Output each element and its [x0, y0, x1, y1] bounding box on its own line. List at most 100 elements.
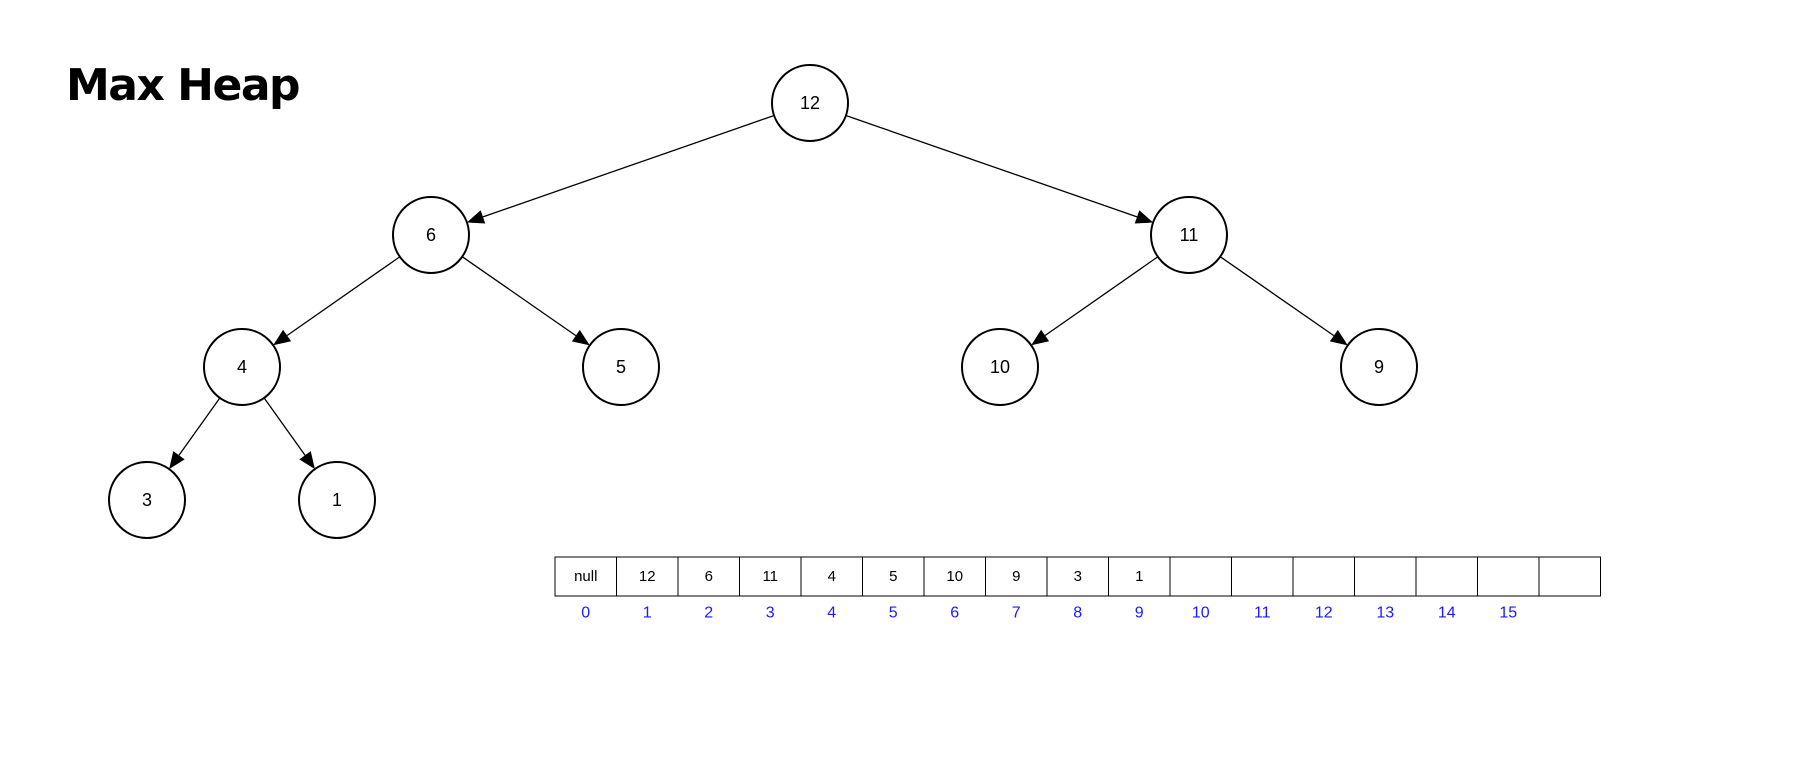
array-index-label: 2 — [704, 605, 713, 622]
edge-line — [286, 256, 401, 337]
array-cell: 10 — [923, 556, 986, 597]
tree-nodes: 12 6 11 4 5 10 9 3 1 — [108, 64, 1418, 539]
array-cell: 12 — [616, 556, 679, 597]
arrowhead-icon — [273, 329, 292, 346]
arrowhead-icon — [1329, 329, 1348, 346]
array-cell-value: 11 — [762, 568, 778, 585]
array-index-label: 6 — [950, 605, 959, 622]
arrowhead-icon — [299, 451, 315, 470]
array-index-label: 5 — [889, 605, 898, 622]
array-cell-value: 1 — [1135, 568, 1143, 585]
array-cell-value: 4 — [828, 568, 836, 585]
edge-line — [845, 114, 1138, 218]
node-circle — [392, 196, 470, 274]
edge-line — [1044, 256, 1159, 337]
array-cell — [1477, 556, 1540, 597]
array-cell-box — [1538, 556, 1601, 597]
edge-line — [263, 397, 306, 456]
tree-node: 12 — [771, 64, 849, 142]
array-cell-box — [1477, 556, 1540, 597]
array-cell: 4 — [800, 556, 863, 597]
array-index-label: 11 — [1254, 605, 1271, 622]
tree-edge — [1219, 256, 1348, 346]
edge-line — [178, 397, 221, 456]
tree-edge — [169, 397, 221, 470]
array-cell: 9 — [985, 556, 1048, 597]
array-cell-value: 5 — [889, 568, 897, 585]
array-index-label: 9 — [1135, 605, 1144, 622]
array-cell-box — [1169, 556, 1232, 597]
array-cell-box — [862, 556, 925, 597]
array-cell — [1292, 556, 1355, 597]
array-cell-value: 12 — [639, 568, 656, 585]
array-cell-box — [800, 556, 863, 597]
array-index-label: 10 — [1192, 605, 1210, 622]
array-index-label: 0 — [581, 605, 590, 622]
tree-node: 4 — [203, 328, 281, 406]
tree-edge — [273, 256, 401, 346]
node-circle — [1150, 196, 1228, 274]
array-cell: 11 — [739, 556, 802, 597]
heap-array: null 12 6 11 4 5 10 9 3 1 — [554, 556, 1601, 597]
node-circle — [108, 461, 186, 539]
node-label: 10 — [990, 357, 1010, 377]
array-index-label: 1 — [643, 605, 652, 622]
tree-node: 9 — [1340, 328, 1418, 406]
array-cell-box — [1415, 556, 1478, 597]
array-cell-value: 3 — [1074, 568, 1082, 585]
tree-edge — [461, 256, 590, 346]
node-circle — [298, 461, 376, 539]
array-index-label: 7 — [1012, 605, 1021, 622]
node-circle — [771, 64, 849, 142]
array-cell — [1415, 556, 1478, 597]
array-cell: null — [554, 556, 617, 597]
array-cell-box — [739, 556, 802, 597]
array-cell: 1 — [1108, 556, 1171, 597]
array-cell-value: 10 — [946, 568, 963, 585]
tree-node: 11 — [1150, 196, 1228, 274]
array-cell: 3 — [1046, 556, 1109, 597]
tree-edges — [169, 114, 1348, 470]
array-cell-value: 9 — [1012, 568, 1020, 585]
array-cell-box — [1231, 556, 1294, 597]
edge-line — [461, 256, 577, 337]
node-label: 3 — [142, 490, 152, 510]
page-title: Max Heap — [66, 60, 301, 111]
array-cell — [1354, 556, 1417, 597]
node-circle — [961, 328, 1039, 406]
node-label: 12 — [800, 93, 820, 113]
arrowhead-icon — [1134, 210, 1154, 224]
array-cell-box — [923, 556, 986, 597]
node-label: 9 — [1374, 357, 1384, 377]
tree-node: 6 — [392, 196, 470, 274]
array-cell-value: null — [574, 568, 597, 585]
tree-edge — [466, 114, 775, 224]
array-index-label: 13 — [1376, 605, 1394, 622]
node-circle — [203, 328, 281, 406]
edge-line — [1219, 256, 1335, 337]
array-cell-box — [985, 556, 1048, 597]
tree-edge — [263, 397, 315, 470]
array-cell: 5 — [862, 556, 925, 597]
node-circle — [582, 328, 660, 406]
array-cell — [1231, 556, 1294, 597]
array-index-label: 3 — [766, 605, 775, 622]
array-cell-value: 6 — [705, 568, 713, 585]
array-index-label: 8 — [1073, 605, 1082, 622]
arrowhead-icon — [571, 329, 590, 346]
array-cell-box — [1354, 556, 1417, 597]
tree-node: 5 — [582, 328, 660, 406]
array-index-label: 15 — [1499, 605, 1517, 622]
array-cell-box — [677, 556, 740, 597]
node-label: 11 — [1180, 225, 1199, 245]
tree-node: 1 — [298, 461, 376, 539]
tree-node: 3 — [108, 461, 186, 539]
arrowhead-icon — [1031, 329, 1050, 346]
array-index-label: 12 — [1315, 605, 1333, 622]
tree-edge — [1031, 256, 1159, 346]
node-label: 4 — [237, 357, 247, 377]
tree-edge — [845, 114, 1154, 224]
array-cell — [1538, 556, 1601, 597]
